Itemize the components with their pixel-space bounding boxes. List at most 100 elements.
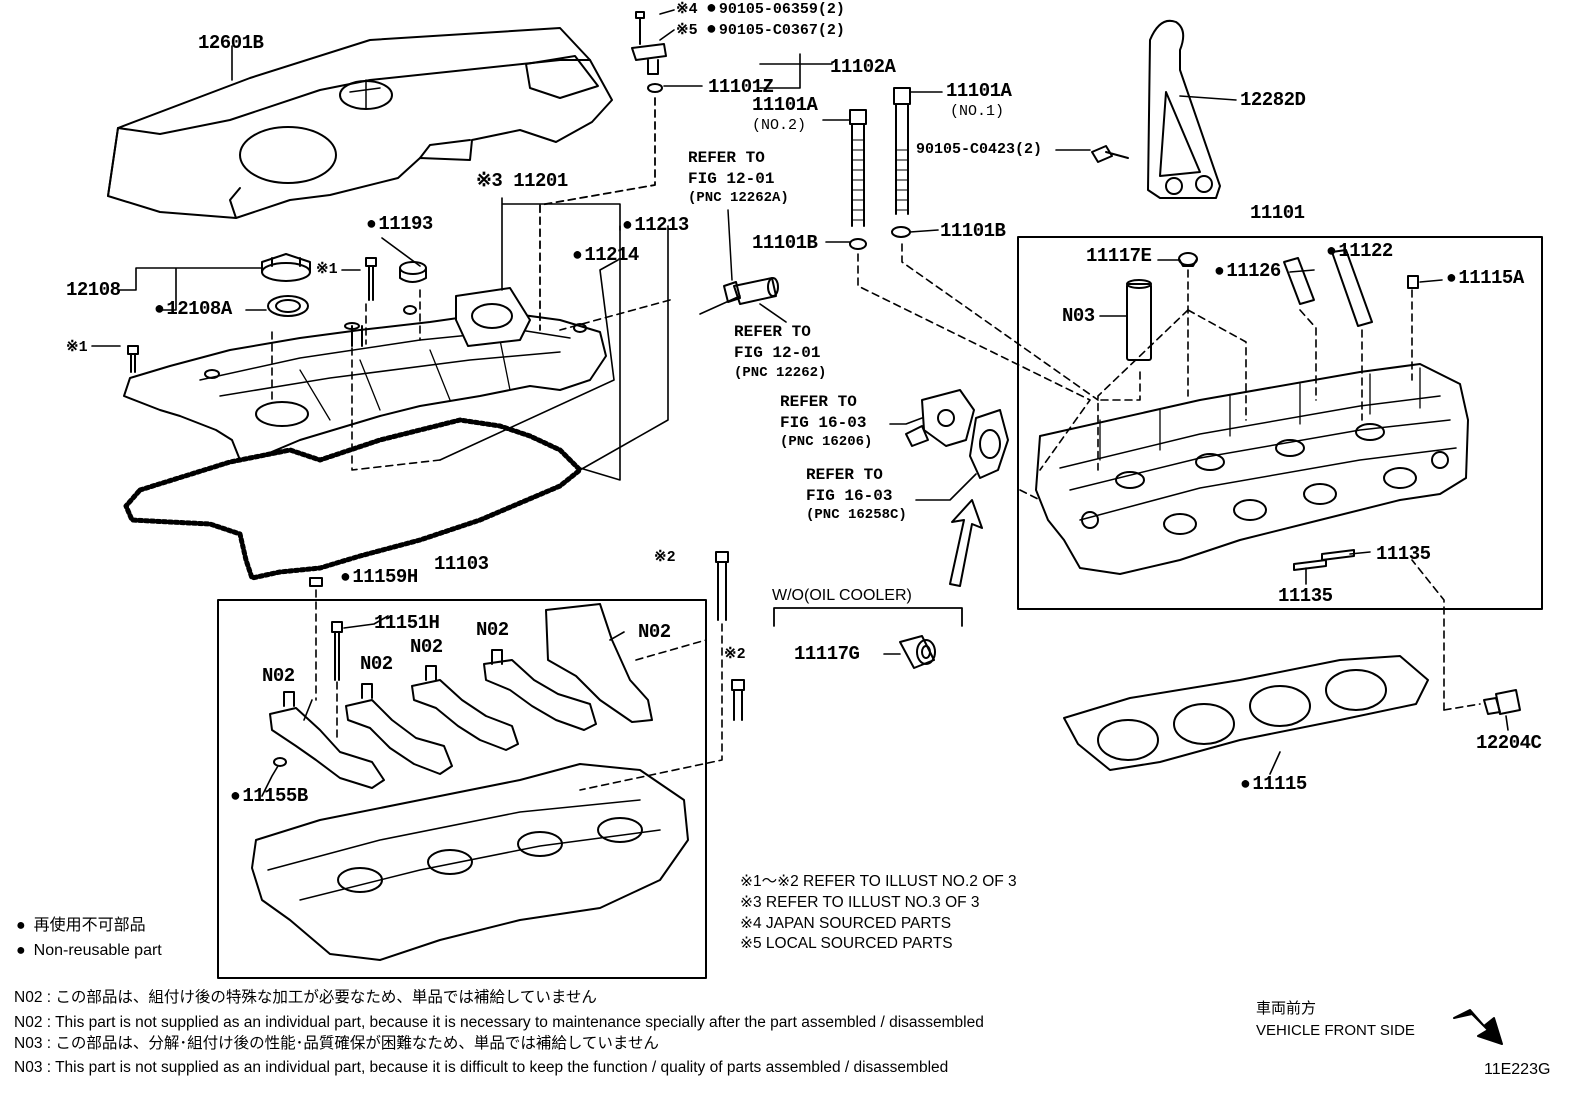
- part-label-no1: (NO.1): [950, 103, 1005, 120]
- part-label-11214: 11214: [572, 246, 639, 265]
- refer-to-label: REFER TO: [734, 323, 811, 341]
- part-number: 11122: [1338, 240, 1393, 262]
- pnc-ref-label: (PNC 12262): [734, 365, 827, 381]
- bearing-caps-drawing: [269, 603, 653, 789]
- engine-hanger-drawing: [1147, 19, 1221, 199]
- vehicle-front-en: VEHICLE FRONT SIDE: [1256, 1022, 1415, 1039]
- sensor-drawing: [631, 11, 667, 93]
- part-label-11102A: 11102A: [830, 56, 896, 78]
- part-label-11117G: 11117G: [794, 643, 860, 665]
- cover-gasket-drawing: [123, 417, 583, 581]
- pnc-ref-label: (PNC 12262A): [688, 190, 789, 206]
- part-label-N02: N02: [638, 621, 671, 643]
- part-label-11193: 11193: [366, 215, 433, 234]
- legend-non-reusable-jp: ● 再使用不可部品: [16, 918, 146, 934]
- part-label-90105-C0367: 90105-C0367(2): [706, 21, 845, 39]
- mark-4: ※4: [676, 1, 698, 18]
- part-number: 11213: [634, 214, 689, 236]
- part-label-11213: 11213: [622, 216, 689, 235]
- refer-to-label: REFER TO: [806, 466, 883, 484]
- part-label-11155B: 11155B: [230, 787, 308, 806]
- part-label-11101: 11101: [1250, 202, 1305, 224]
- legend-dot-icon: ●: [16, 917, 26, 934]
- part-label-12601B: 12601B: [198, 32, 264, 54]
- part-label-11103: 11103: [434, 553, 489, 575]
- note-4: ※5 LOCAL SOURCED PARTS: [740, 935, 953, 952]
- part-label-no2: (NO.2): [752, 117, 807, 134]
- part-label-11115: 11115: [1240, 775, 1307, 794]
- direction-arrow: [949, 499, 983, 587]
- bolt-drawing: [127, 257, 377, 373]
- pnc-ref-label: (PNC 16258C): [806, 507, 907, 523]
- footnote-n02-en: N02 : This part is not supplied as an in…: [14, 1014, 984, 1031]
- plug-11117G-drawing: [899, 635, 936, 669]
- part-label-N03: N03: [1062, 305, 1095, 327]
- note-3: ※4 JAPAN SOURCED PARTS: [740, 915, 952, 932]
- footnote-n03-en: N03 : This part is not supplied as an in…: [14, 1059, 949, 1076]
- engine-cover-drawing: [107, 27, 613, 219]
- part-number: 11126: [1226, 260, 1281, 282]
- part-number: 11214: [584, 244, 639, 266]
- pump-parts-drawing: [905, 389, 1009, 479]
- part-number: 11115A: [1458, 267, 1524, 289]
- mark-1-cap: ※1: [316, 261, 338, 278]
- part-label-12204C: 12204C: [1476, 732, 1542, 754]
- part-number: 11193: [378, 213, 433, 235]
- part-number: 90105-C0367(2): [718, 22, 845, 39]
- oil-filler-cap-drawing: [261, 253, 311, 317]
- refer-to-label: REFER TO: [780, 393, 857, 411]
- vehicle-front-jp: 車両前方: [1256, 1000, 1317, 1017]
- hose-drawing: [723, 209, 779, 305]
- figure-ref-label: FIG 16-03: [806, 487, 893, 505]
- part-label-11101A-no2: 11101A: [752, 94, 818, 116]
- part-label-11126: 11126: [1214, 262, 1281, 281]
- figure-ref-label: FIG 12-01: [688, 170, 775, 188]
- part-label-11101B-right: 11101B: [940, 220, 1006, 242]
- plug-drawing: [399, 261, 427, 283]
- part-label-12282D: 12282D: [1240, 89, 1306, 111]
- mark-5: ※5: [676, 22, 698, 39]
- camshaft-housing-box: [217, 599, 707, 979]
- legend-text: Non-reusable part: [33, 942, 162, 959]
- part-label-11101Z: 11101Z: [708, 76, 774, 98]
- part-label-11135-right: 11135: [1376, 543, 1431, 565]
- cylinder-head-cover-drawing: [123, 287, 607, 461]
- mark-2-bottom: ※2: [724, 646, 746, 663]
- part-label-12108A: 12108A: [154, 300, 232, 319]
- footnote-n03-jp: N03 : この部品は、分解･組付け後の性能･品質確保が困難なため、単品では補給…: [14, 1035, 659, 1052]
- legend-dot-icon: ●: [16, 942, 26, 959]
- part-label-N02: N02: [262, 665, 295, 687]
- refer-to-label: REFER TO: [688, 149, 765, 167]
- part-label-90105-06359: 90105-06359(2): [706, 0, 845, 18]
- part-label-11101B-left: 11101B: [752, 232, 818, 254]
- part-label-11101A-no1: 11101A: [946, 80, 1012, 102]
- mark-2-top: ※2: [654, 549, 676, 566]
- mark-1-bolt: ※1: [66, 339, 88, 356]
- cylinder-head-box: [1017, 236, 1543, 610]
- part-label-11201: ※3 11201: [476, 170, 568, 192]
- wo-oil-cooler-label: W/O(OIL COOLER): [772, 587, 912, 604]
- legend-text: 再使用不可部品: [33, 917, 146, 934]
- vehicle-front-arrow: [1453, 1009, 1503, 1045]
- footnote-n02-jp: N02 : この部品は、組付け後の特殊な加工が必要なため、単品では補給していませ…: [14, 989, 597, 1006]
- part-label-N02: N02: [410, 636, 443, 658]
- part-label-N02: N02: [476, 619, 509, 641]
- pnc-ref-label: (PNC 16206): [780, 434, 873, 450]
- part-number: 90105-06359(2): [718, 1, 845, 18]
- part-label-11117E: 11117E: [1086, 245, 1152, 267]
- note-2: ※3 REFER TO ILLUST NO.3 OF 3: [740, 894, 980, 911]
- figure-code: 11E223G: [1484, 1061, 1551, 1078]
- head-bolt-drawing: [849, 87, 911, 250]
- part-label-11159H: 11159H: [340, 568, 418, 587]
- part-label-11115A: 11115A: [1446, 269, 1524, 288]
- part-label-11151H: 11151H: [374, 612, 440, 634]
- part-number: 11159H: [352, 566, 418, 588]
- figure-ref-label: FIG 12-01: [734, 344, 821, 362]
- part-label-12108: 12108: [66, 279, 121, 301]
- part-number: 12108A: [166, 298, 232, 320]
- part-label-11122: 11122: [1326, 242, 1393, 261]
- part-label-N02: N02: [360, 653, 393, 675]
- figure-ref-label: FIG 16-03: [780, 414, 867, 432]
- note-1: ※1～※2 REFER TO ILLUST NO.2 OF 3: [740, 873, 1017, 890]
